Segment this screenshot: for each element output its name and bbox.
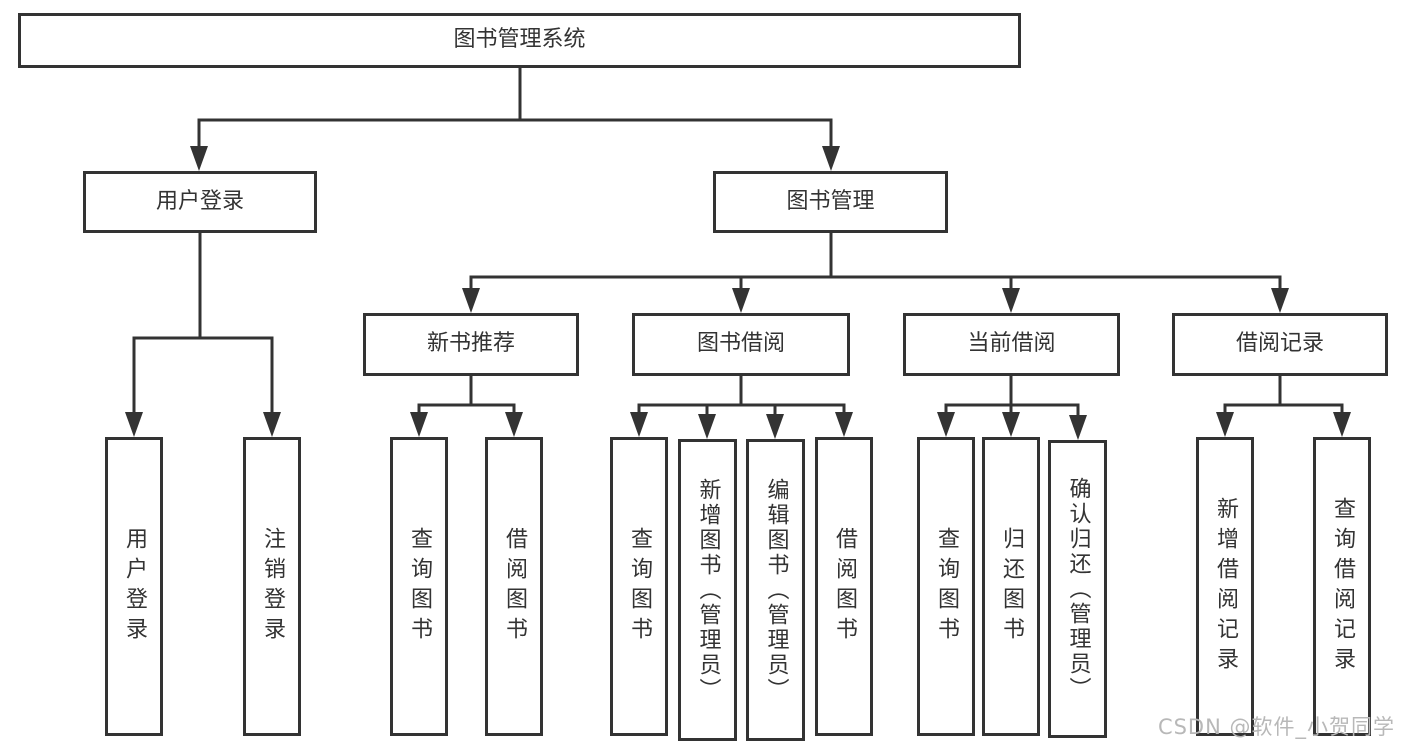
leaf-return-books: 归还图书 xyxy=(982,437,1040,736)
leaf-add-borrow-record: 新增借阅记录 xyxy=(1196,437,1254,736)
leaf-logout: 注销登录 xyxy=(243,437,301,736)
node-borrow-records: 借阅记录 xyxy=(1172,313,1388,376)
leaf-query-borrow-record: 查询借阅记录 xyxy=(1313,437,1371,736)
arrowheads xyxy=(125,146,1351,440)
leaf-confirm-return-admin: 确认归还（管理员） xyxy=(1048,440,1107,738)
leaf-edit-book-admin: 编辑图书（管理员） xyxy=(746,439,805,741)
node-book-management: 图书管理 xyxy=(713,171,948,233)
csdn-watermark: CSDN @软件_小贺同学 xyxy=(1157,715,1395,739)
leaf-user-login: 用户登录 xyxy=(105,437,163,736)
leaf-query-books-current: 查询图书 xyxy=(917,437,975,736)
node-user-login: 用户登录 xyxy=(83,171,317,233)
leaf-borrow-books-recommend: 借阅图书 xyxy=(485,437,543,736)
leaf-add-book-admin: 新增图书（管理员） xyxy=(678,439,737,741)
leaf-query-books-borrow: 查询图书 xyxy=(610,437,668,736)
leaf-query-books-recommend: 查询图书 xyxy=(390,437,448,736)
leaf-borrow-books: 借阅图书 xyxy=(815,437,873,736)
node-library-system: 图书管理系统 xyxy=(18,13,1021,68)
node-new-book-recommend: 新书推荐 xyxy=(363,313,579,376)
node-current-borrow: 当前借阅 xyxy=(903,313,1120,376)
node-book-borrow: 图书借阅 xyxy=(632,313,850,376)
